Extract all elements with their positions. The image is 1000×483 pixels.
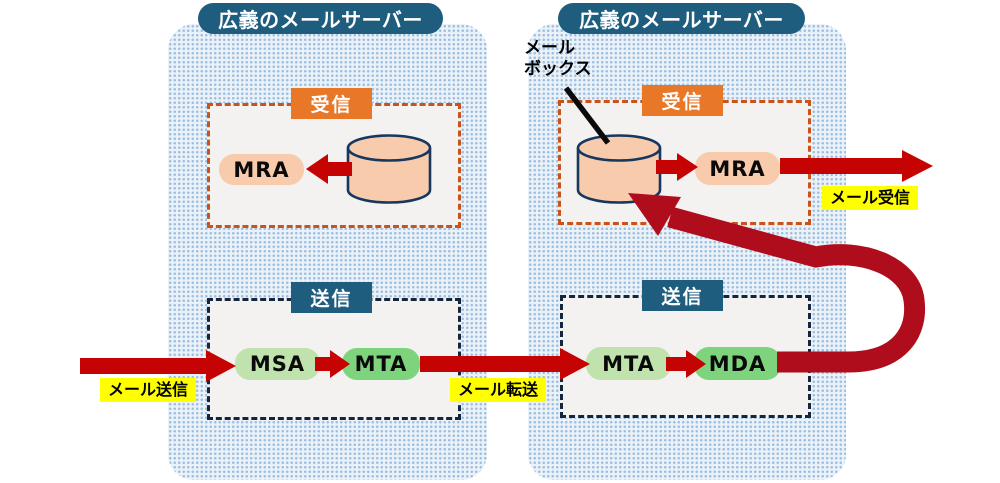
flow-label-mail-transfer: メール転送	[450, 378, 547, 402]
node-pill-mta-left: MTA	[342, 348, 420, 380]
flow-label-mail-receive: メール受信	[822, 186, 919, 210]
node-pill-mra-right: MRA	[695, 152, 780, 185]
node-pill-mda: MDA	[694, 347, 781, 380]
mailbox-annotation-line1: メール	[524, 38, 575, 58]
mailbox-annotation: メールボックス	[524, 38, 592, 80]
node-pill-msa: MSA	[235, 348, 320, 380]
server-title-right: 広義のメールサーバー	[558, 3, 805, 34]
section-label-send-right: 送信	[642, 280, 723, 311]
node-pill-mra-left: MRA	[219, 154, 304, 185]
flow-label-mail-send: メール送信	[100, 378, 197, 402]
mailbox-annotation-line2: ボックス	[524, 59, 592, 79]
node-pill-mta-right: MTA	[586, 347, 671, 380]
section-label-send-left: 送信	[291, 282, 372, 313]
section-label-receive-left: 受信	[291, 88, 372, 119]
section-label-receive-right: 受信	[642, 85, 723, 116]
server-title-left: 広義のメールサーバー	[198, 3, 443, 34]
